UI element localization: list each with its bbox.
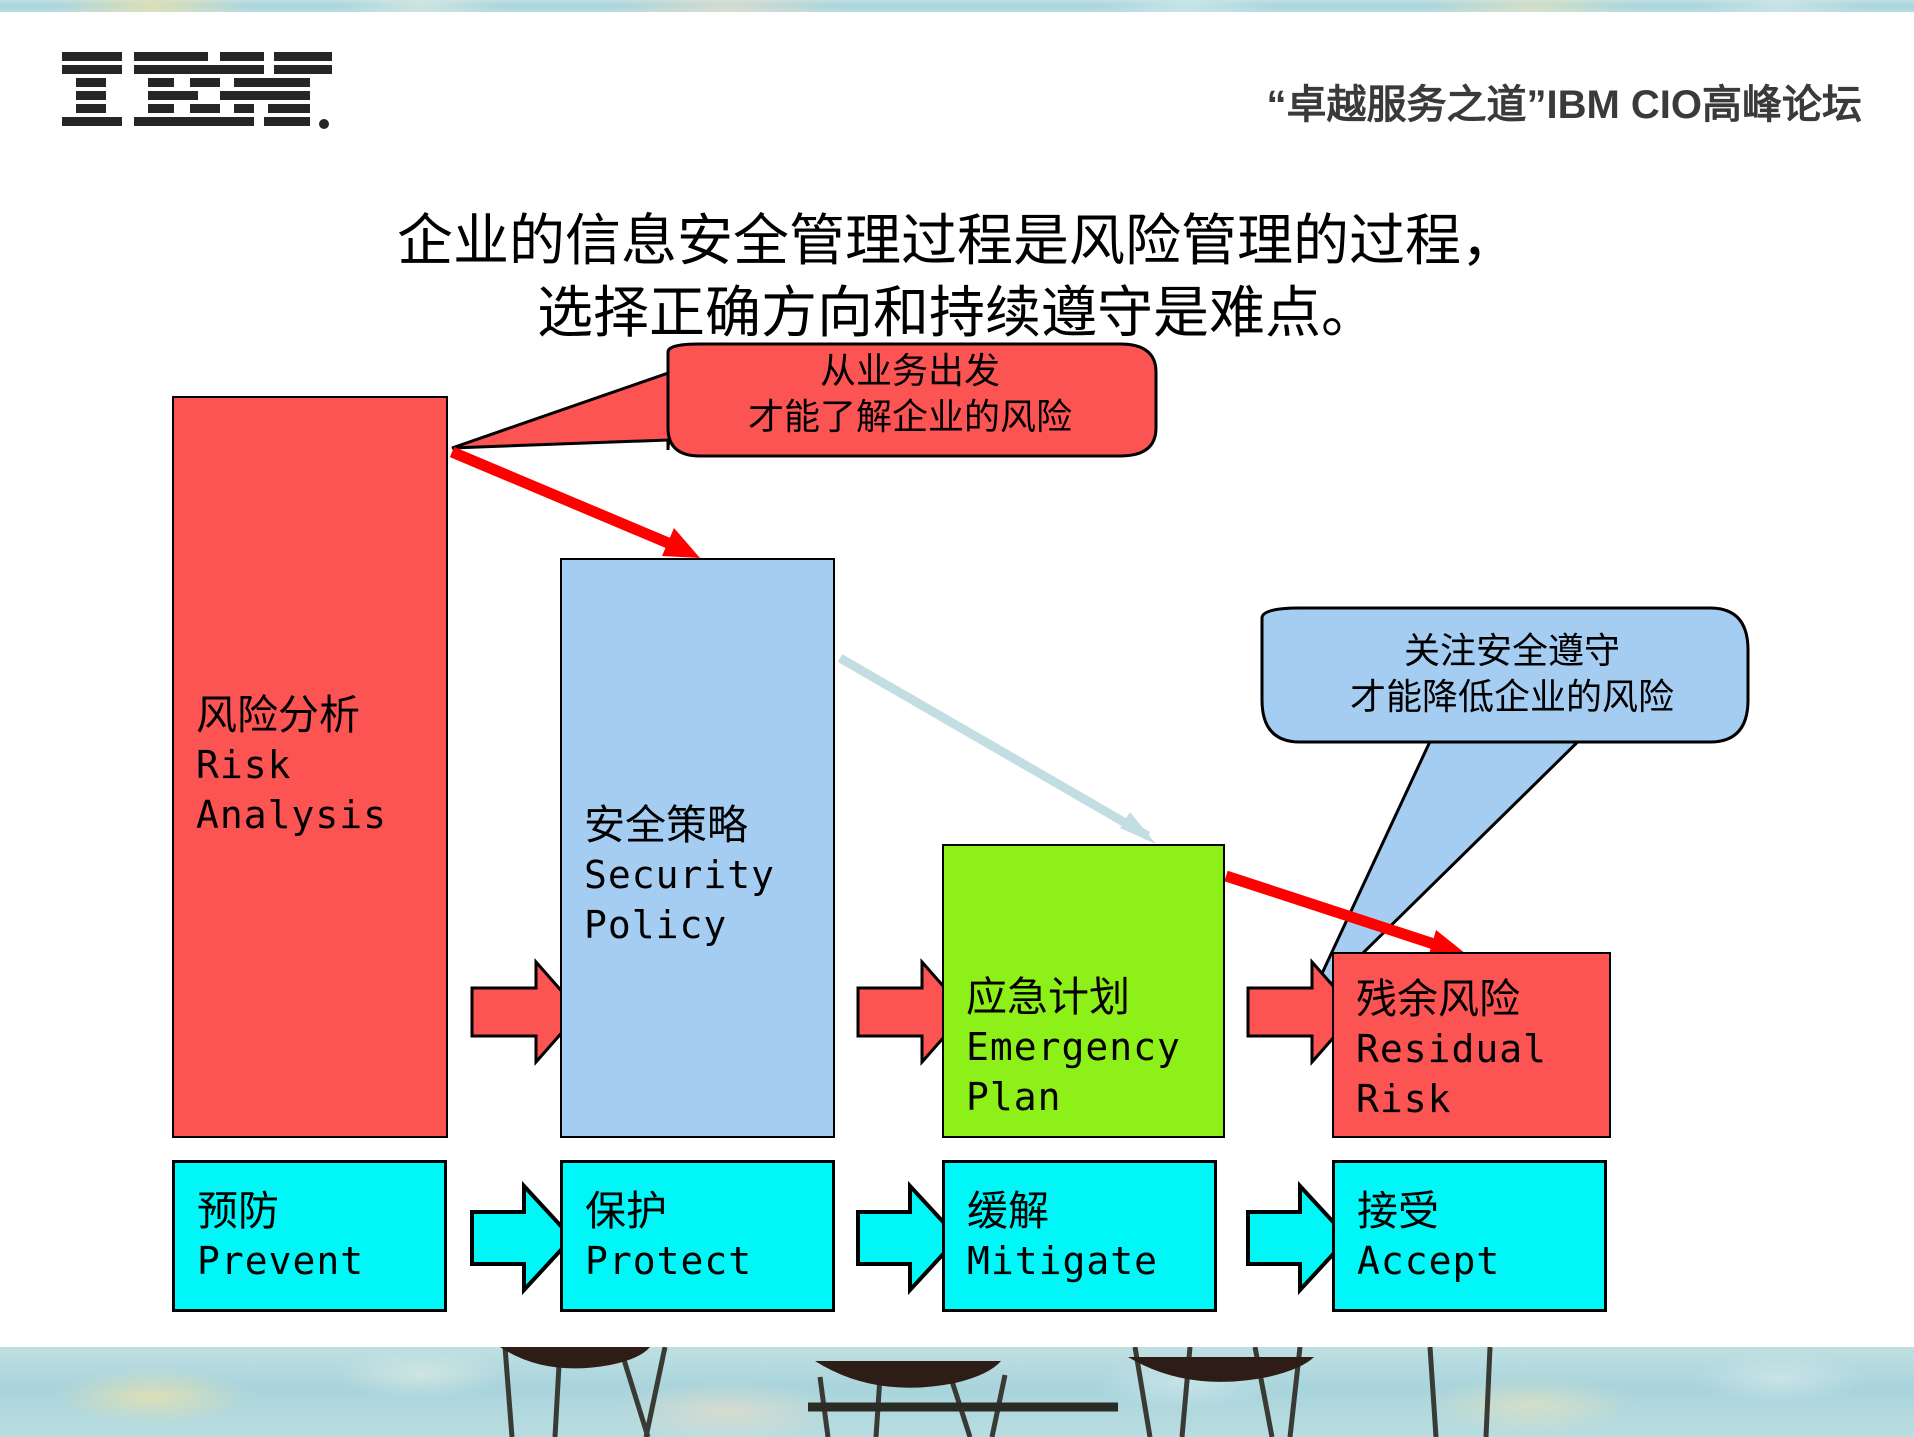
bottom-photo-strip (0, 1347, 1914, 1437)
page-title: 企业的信息安全管理过程是风险管理的过程， 选择正确方向和持续遵守是难点。 (0, 206, 1914, 350)
process-box-residual-risk-en-1: Residual (1356, 1027, 1548, 1071)
action-box-mitigate-en: Mitigate (967, 1239, 1159, 1283)
process-box-emergency-plan-cn: 应急计划 (966, 974, 1130, 1020)
process-box-emergency-plan-en-2: Plan (966, 1075, 1062, 1119)
callout-business-origin-text: 从业务出发 才能了解企业的风险 (660, 348, 1160, 440)
process-box-risk-analysis-en-1: Risk (196, 743, 292, 787)
connector-risk-to-policy (449, 446, 700, 558)
action-box-prevent[interactable]: 预防 Prevent (172, 1160, 447, 1312)
callout-business-origin-line-2: 才能了解企业的风险 (747, 397, 1072, 437)
callout-security-compliance-line-2: 才能降低企业的风险 (1349, 677, 1674, 717)
callout-security-compliance-line-1: 关注安全遵守 (1403, 631, 1620, 671)
top-photo-strip (0, 0, 1914, 12)
action-box-accept-en: Accept (1357, 1239, 1501, 1283)
ibm-logo (62, 52, 332, 129)
process-box-security-policy[interactable]: 安全策略 Security Policy (560, 558, 835, 1138)
action-box-accept-cn: 接受 (1357, 1188, 1439, 1234)
process-box-emergency-plan-en-1: Emergency (966, 1025, 1181, 1069)
callout-security-compliance-text: 关注安全遵守 才能降低企业的风险 (1262, 628, 1762, 720)
connector-policy-to-emergency (837, 654, 1156, 844)
process-box-risk-analysis[interactable]: 风险分析 Risk Analysis (172, 396, 448, 1138)
process-box-security-policy-cn: 安全策略 (584, 802, 748, 848)
process-box-risk-analysis-en-2: Analysis (196, 793, 388, 837)
callout-business-origin-line-1: 从业务出发 (819, 351, 1000, 391)
process-box-residual-risk[interactable]: 残余风险 Residual Risk (1332, 952, 1611, 1138)
action-box-protect-cn: 保护 (585, 1188, 667, 1234)
action-box-prevent-en: Prevent (197, 1239, 365, 1283)
process-box-residual-risk-cn: 残余风险 (1356, 976, 1520, 1022)
action-box-mitigate[interactable]: 缓解 Mitigate (942, 1160, 1217, 1312)
process-box-residual-risk-en-2: Risk (1356, 1077, 1452, 1121)
action-box-accept[interactable]: 接受 Accept (1332, 1160, 1607, 1312)
action-box-prevent-cn: 预防 (197, 1188, 279, 1234)
action-box-protect[interactable]: 保护 Protect (560, 1160, 835, 1312)
forum-title: “卓越服务之道”IBM CIO高峰论坛 (1266, 83, 1862, 127)
connector-emergency-to-residual (1224, 870, 1466, 958)
block-arrow-prevent-to-protect (470, 1180, 575, 1296)
action-box-protect-en: Protect (585, 1239, 753, 1283)
process-box-emergency-plan[interactable]: 应急计划 Emergency Plan (942, 844, 1225, 1138)
chair-photo-detail (500, 1347, 1493, 1437)
action-box-mitigate-cn: 缓解 (967, 1188, 1049, 1234)
page-title-line-1: 企业的信息安全管理过程是风险管理的过程， (397, 210, 1517, 273)
process-box-risk-analysis-cn: 风险分析 (196, 692, 360, 738)
process-box-security-policy-en-1: Security (584, 853, 776, 897)
process-box-security-policy-en-2: Policy (584, 903, 728, 947)
page-title-line-2: 选择正确方向和持续遵守是难点。 (537, 282, 1377, 345)
